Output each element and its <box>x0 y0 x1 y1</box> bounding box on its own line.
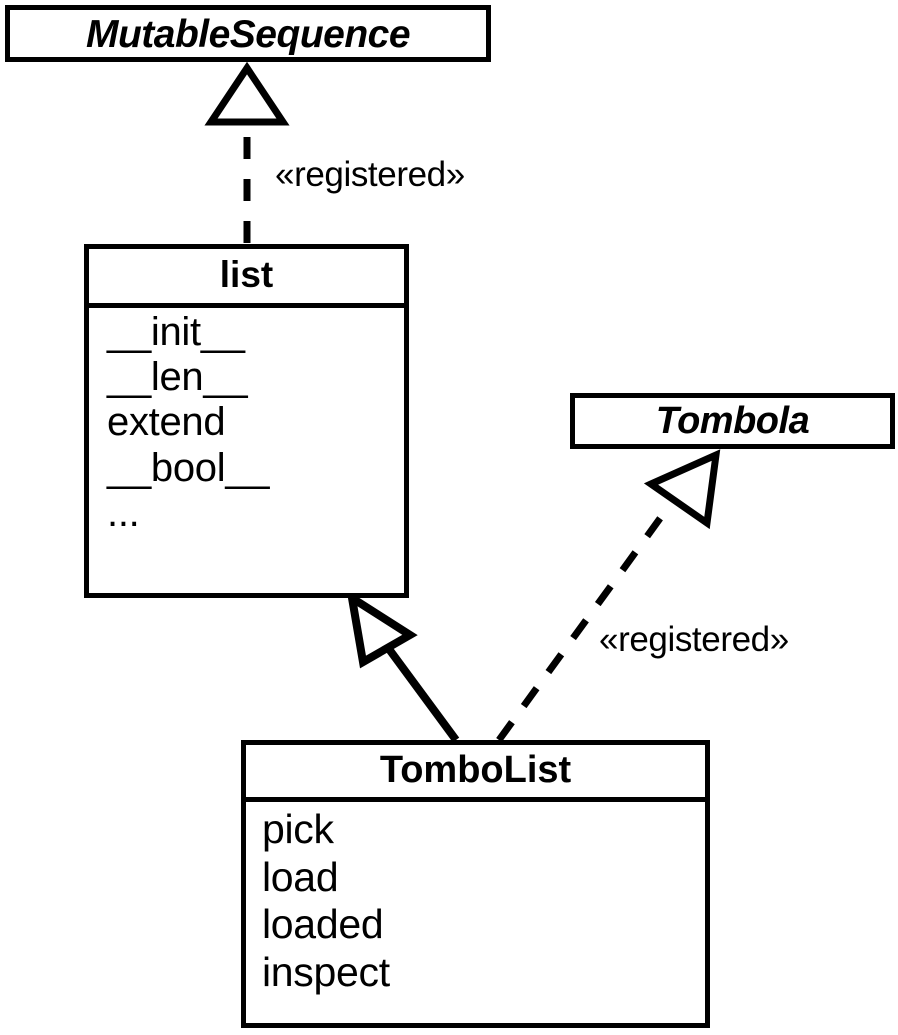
class-box-tombola[interactable]: Tombola <box>570 393 895 449</box>
class-box-tombolist[interactable]: TomboList pick load loaded inspect <box>241 740 710 1028</box>
class-compartment-divider <box>89 303 404 308</box>
hollow-triangle-arrowhead <box>346 589 418 669</box>
class-name-tombolist: TomboList <box>379 749 572 791</box>
edge-line-solid <box>382 642 460 743</box>
member-item: loaded <box>262 901 384 948</box>
stereotype-label-registered-right: «registered» <box>599 620 789 659</box>
member-item: __bool__ <box>107 445 270 490</box>
member-item: pick <box>262 806 334 852</box>
member-item: extend <box>107 400 226 445</box>
member-item: __len__ <box>107 355 248 400</box>
hollow-triangle-arrowhead <box>643 449 721 530</box>
stereotype-label-registered-top: «registered» <box>275 155 465 194</box>
class-compartment-divider <box>246 797 705 802</box>
edge-list-to-mutablesequence <box>204 61 290 243</box>
edge-tombolist-to-list <box>346 589 460 743</box>
member-item: load <box>262 853 339 900</box>
class-members-tombolist: pick load loaded inspect <box>246 802 705 996</box>
member-item: ... <box>107 490 140 535</box>
class-name-list: list <box>219 254 274 295</box>
edge-tombolist-to-tombola <box>496 449 721 743</box>
class-name-tombola: Tombola <box>655 400 810 442</box>
hollow-triangle-arrowhead <box>204 61 290 126</box>
class-members-list: __init__ __len__ extend __bool__ ... <box>89 308 404 536</box>
member-item: inspect <box>262 948 390 995</box>
class-box-list[interactable]: list __init__ __len__ extend __bool__ ..… <box>84 244 409 598</box>
member-item: __init__ <box>107 310 245 354</box>
class-box-mutablesequence[interactable]: MutableSequence <box>5 5 491 62</box>
class-name-mutablesequence: MutableSequence <box>85 13 411 56</box>
